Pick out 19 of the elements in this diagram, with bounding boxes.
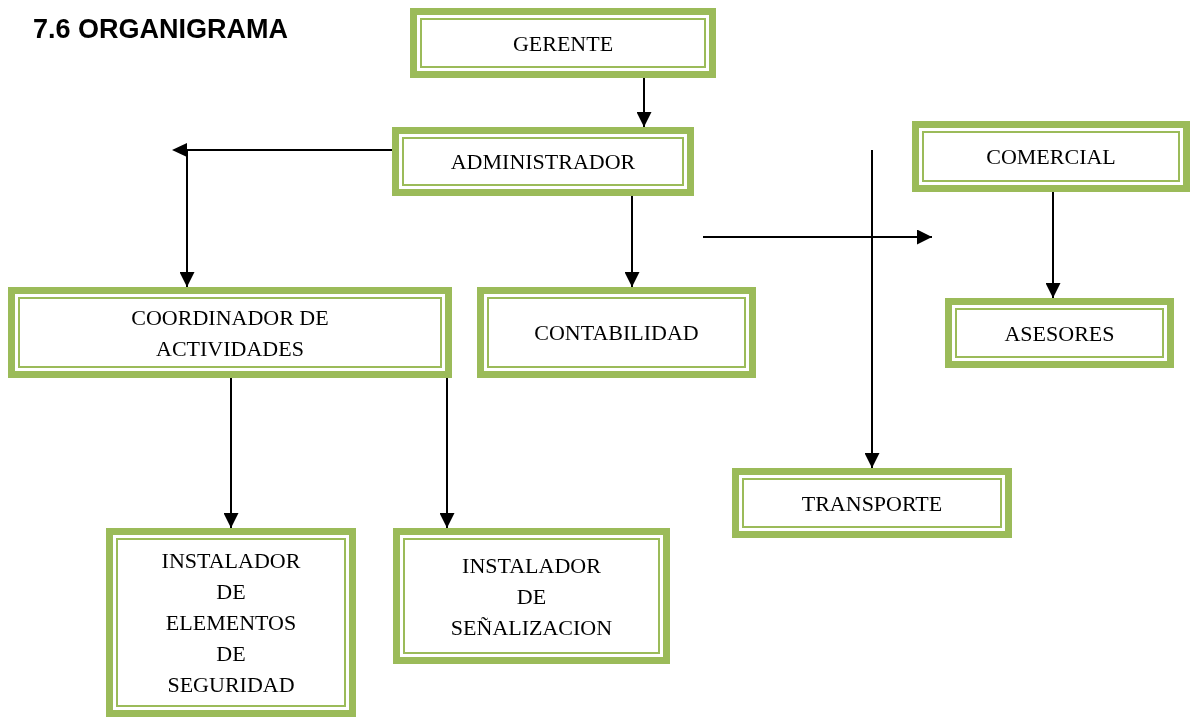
org-box (106, 528, 356, 717)
role-label: INSTALADOR DE SEÑALIZACION (449, 551, 614, 642)
org-box (912, 121, 1190, 192)
org-box (393, 528, 670, 664)
org-box (410, 8, 716, 78)
role-label: ASESORES (1004, 319, 1115, 348)
org-box (8, 287, 452, 378)
role-label: TRANSPORTE (801, 489, 943, 518)
org-box (477, 287, 756, 378)
org-box (945, 298, 1174, 368)
role-label: GERENTE (512, 29, 614, 58)
role-label: CONTABILIDAD (534, 319, 699, 347)
title: 7.6 ORGANIGRAMA (33, 14, 289, 45)
role-label: INSTALADOR DE ELEMENTOS DE SEGURIDAD (160, 547, 302, 699)
role-label: COORDINADOR DE ACTIVIDADES (130, 303, 330, 363)
org-box (392, 127, 694, 196)
org-box (732, 468, 1012, 538)
role-label: ADMINISTRADOR (450, 148, 636, 176)
role-label: COMERCIAL (986, 143, 1116, 171)
